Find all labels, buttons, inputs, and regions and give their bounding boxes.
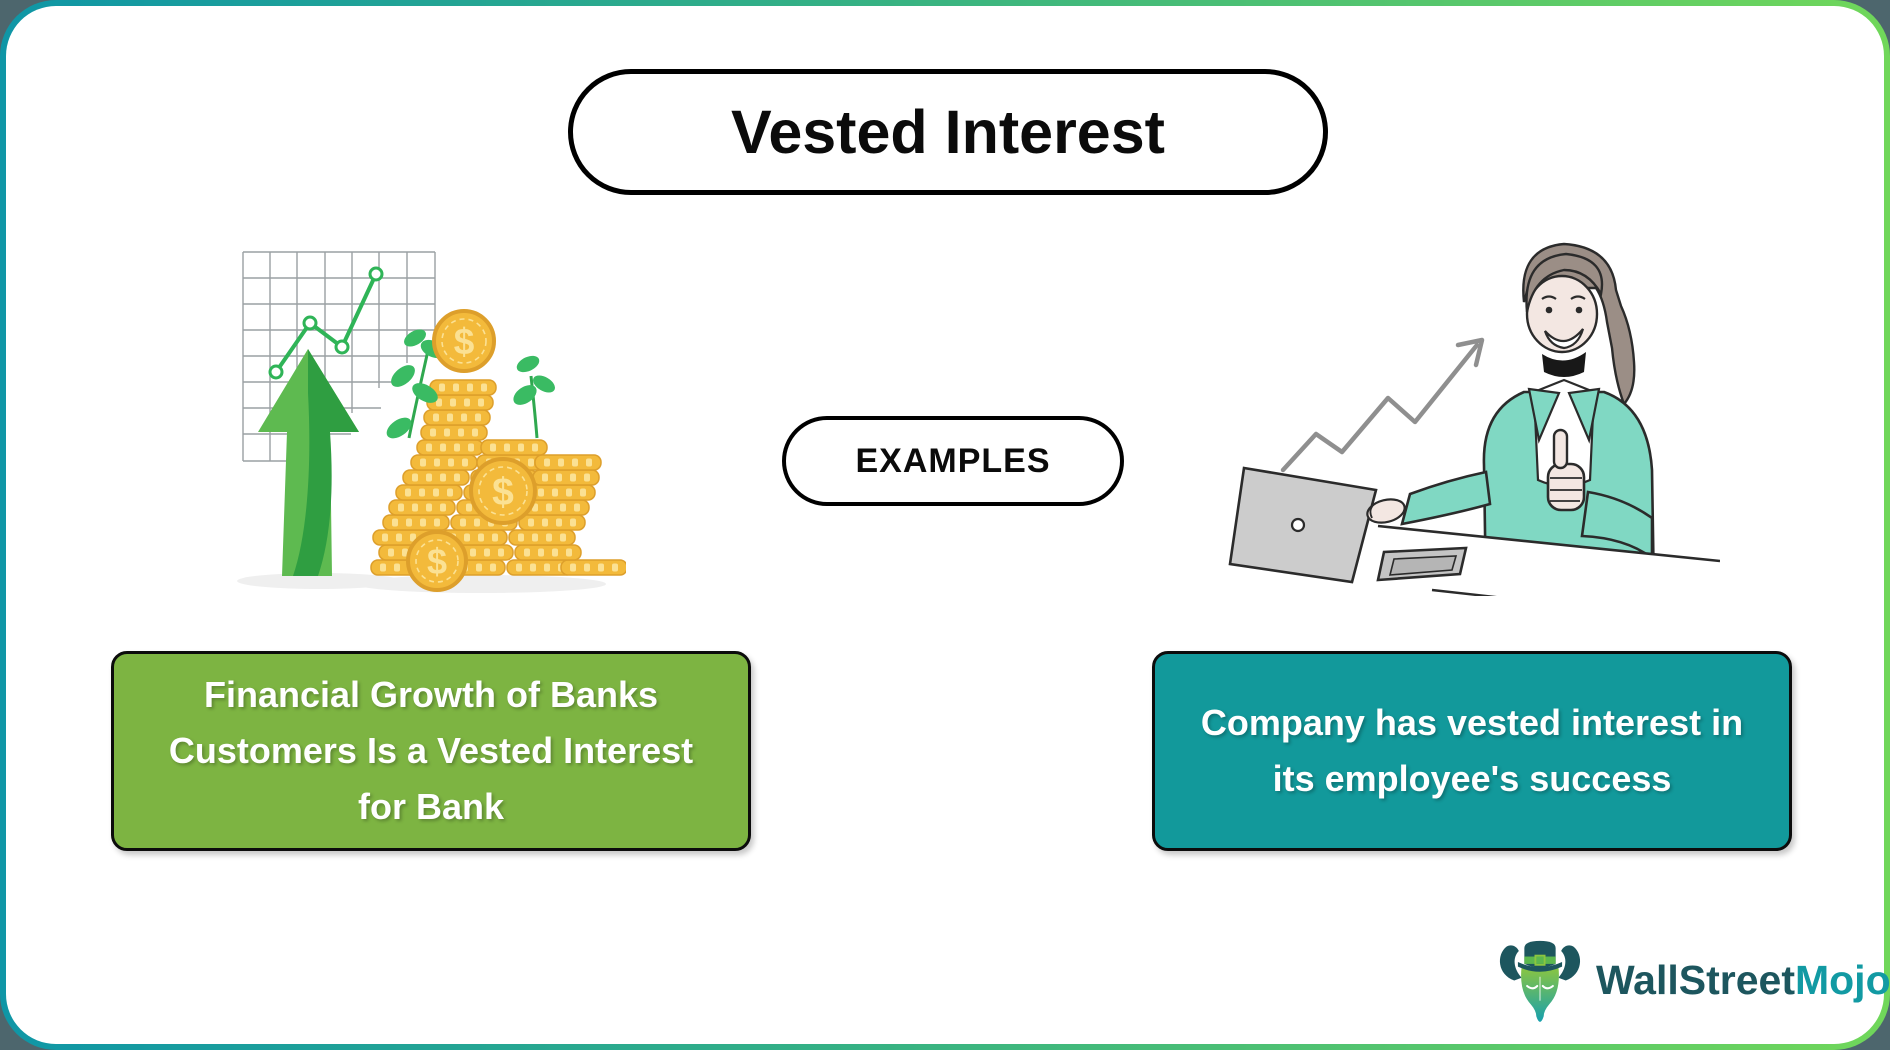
example-right-text: Company has vested interest in its emplo… bbox=[1200, 702, 1744, 799]
growth-chart-arrow-coins-illustration: $ $ $ bbox=[237, 251, 626, 593]
bull-with-top-hat-icon bbox=[1499, 940, 1581, 1022]
example-left-text: Financial Growth of Banks Customers Is a… bbox=[168, 674, 694, 827]
logo-wordmark: WallStreetMojo bbox=[1596, 957, 1890, 1004]
title-pill: Vested Interest bbox=[568, 69, 1328, 195]
svg-text:$: $ bbox=[454, 321, 475, 362]
example-box-right: Company has vested interest in its emplo… bbox=[1152, 651, 1792, 851]
examples-pill: EXAMPLES bbox=[782, 416, 1124, 506]
svg-text:$: $ bbox=[492, 471, 514, 514]
page-title: Vested Interest bbox=[731, 98, 1165, 166]
example-box-left: Financial Growth of Banks Customers Is a… bbox=[111, 651, 751, 851]
infographic-card: Vested Interest EXAMPLES bbox=[6, 6, 1890, 1044]
woman-laptop-thumbs-up-growth-arrow-illustration bbox=[1228, 242, 1720, 596]
examples-label: EXAMPLES bbox=[855, 441, 1051, 480]
svg-text:$: $ bbox=[427, 541, 447, 582]
logo-part2: Mojo bbox=[1794, 956, 1890, 1003]
logo-part1: WallStreet bbox=[1596, 956, 1795, 1003]
wallstreetmojo-logo: WallStreetMojo bbox=[1494, 932, 1890, 1028]
